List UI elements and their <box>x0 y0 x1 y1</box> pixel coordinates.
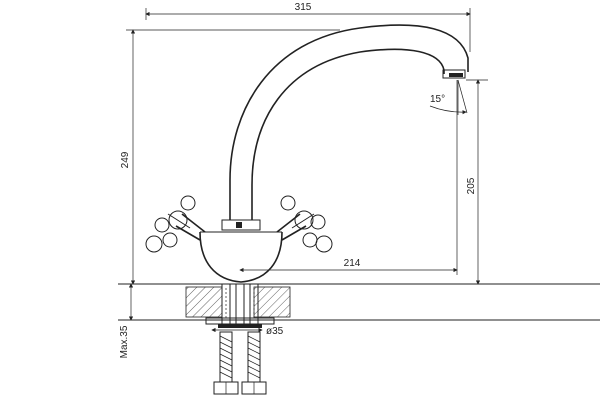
dimension-label-315: 315 <box>295 2 312 13</box>
dimension-label-diameter-35: ø35 <box>266 326 284 337</box>
flexible-hoses <box>213 331 267 395</box>
right-cross-handle <box>276 195 333 253</box>
dimension-label-15-deg: 15° <box>430 94 445 105</box>
faucet-spout <box>221 24 469 231</box>
dimension-label-249: 249 <box>120 151 131 168</box>
dimension-spout-reach: 214 <box>239 80 458 275</box>
countertop-section <box>118 283 600 321</box>
dimension-mount-diameter: ø35 <box>211 326 284 337</box>
mounting-studs <box>205 283 275 328</box>
dimension-max-thickness: Max.35 <box>119 283 186 358</box>
dimension-label-205: 205 <box>466 177 477 194</box>
dimension-label-214: 214 <box>344 258 361 269</box>
dimension-spout-height: 205 <box>466 79 488 285</box>
dimension-overall-width: 315 <box>145 2 471 52</box>
dimension-spout-angle: 15° <box>429 79 468 115</box>
faucet-body <box>199 231 283 283</box>
left-cross-handle <box>145 195 206 253</box>
dimension-label-max-35: Max.35 <box>119 325 130 358</box>
